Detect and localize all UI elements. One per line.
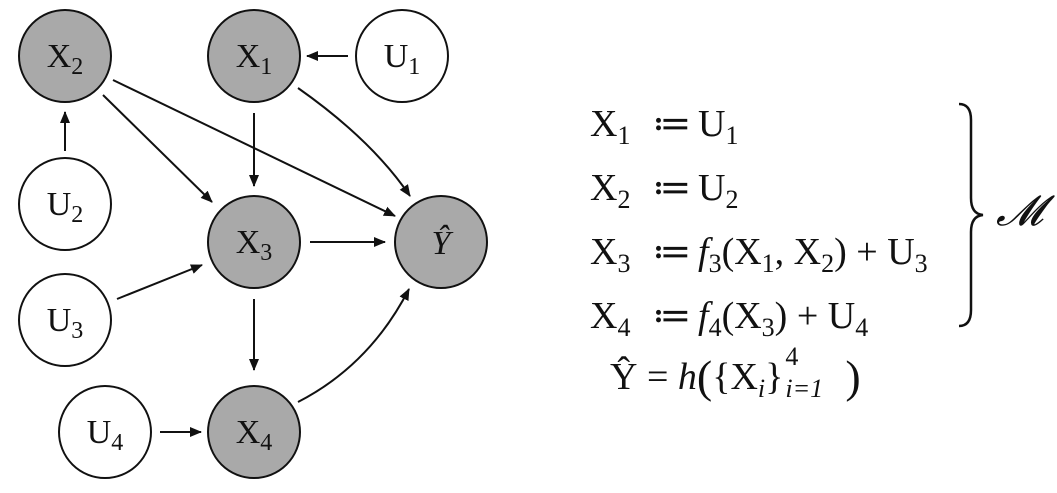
node-yhat: Ŷ [394,195,488,289]
svg-text:U1: U1 [384,38,421,80]
equation-x2: X2 ≔ U2 [590,167,739,214]
edge-x1-yhat [297,87,411,197]
svg-text:U2: U2 [47,186,84,228]
right-brace [958,102,984,328]
node-x3: X3 [207,195,301,289]
edge-u3-x3 [116,264,203,300]
node-u3: U3 [18,273,112,367]
edges [60,51,411,437]
causal-graph: X2 X1 U1 U2 X3 Ŷ U3 U4 X4 [18,9,488,479]
svg-text:X1: X1 [236,38,273,80]
svg-text:X4: X4 [236,414,273,456]
equation-x3: X3 ≔ f3(X1, X2) + U3 [590,231,928,278]
svg-text:Ŷ: Ŷ [432,225,454,262]
edge-x2-x3 [102,94,213,203]
node-x2: X2 [18,9,112,103]
equation-x4: X4 ≔ f4(X3) + U4 [590,295,869,342]
node-u2: U2 [18,157,112,251]
node-u4: U4 [58,385,152,479]
edge-x4-yhat [297,288,410,403]
node-x4: X4 [207,385,301,479]
structural-equations: X1 ≔ U1 X2 ≔ U2 X3 ≔ f3(X1, X2) + U3 X4 … [590,92,970,403]
model-symbol: 𝓜 [996,186,1044,235]
svg-text:U3: U3 [47,302,84,344]
node-u1: U1 [355,9,449,103]
node-x1: X1 [207,9,301,103]
svg-text:X2: X2 [47,38,84,80]
equation-x1: X1 ≔ U1 [590,103,739,150]
svg-text:U4: U4 [87,414,124,456]
svg-text:X3: X3 [236,224,273,266]
